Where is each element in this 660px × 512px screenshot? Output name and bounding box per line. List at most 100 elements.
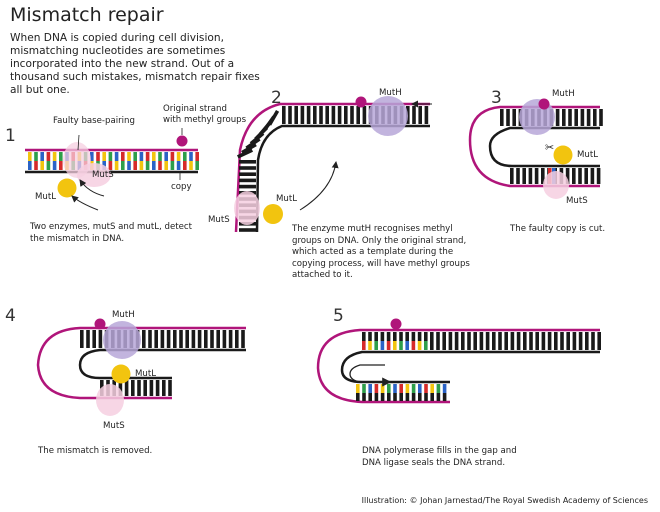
- base-pair: [239, 178, 256, 183]
- base-pair: [195, 152, 199, 161]
- base-pair: [380, 384, 385, 393]
- base-pair: [133, 152, 137, 161]
- step4-mutS: [96, 384, 124, 416]
- base-pair: [430, 393, 434, 401]
- base-pair: [442, 384, 447, 393]
- step4-mutH: [103, 321, 141, 359]
- base-pair: [380, 393, 385, 401]
- base-pair: [282, 106, 286, 124]
- base-pair: [516, 168, 520, 184]
- step2-mutL: [263, 204, 283, 224]
- base-pair: [148, 330, 152, 348]
- base-pair: [498, 332, 502, 350]
- base-pair: [158, 152, 162, 161]
- base-pair: [411, 393, 416, 401]
- step5-methyl-icon: [390, 318, 402, 330]
- base-pair: [179, 330, 183, 348]
- base-pair: [412, 106, 416, 124]
- base-pair: [534, 168, 539, 184]
- step4-mutS-label: MutS: [103, 421, 125, 431]
- step2-mutH-label: MutH: [379, 88, 402, 98]
- step1-dna: [25, 148, 199, 174]
- base-pair: [399, 332, 403, 341]
- base-pair: [40, 152, 44, 161]
- base-pair: [436, 332, 440, 350]
- base-pair: [411, 341, 416, 350]
- base-pair: [461, 332, 465, 350]
- base-pair: [467, 332, 471, 350]
- base-pair: [344, 106, 348, 124]
- base-pair: [405, 341, 409, 350]
- base-pair: [374, 393, 379, 401]
- base-pair: [506, 109, 510, 126]
- base-pair: [362, 384, 366, 393]
- step3-number: 3: [491, 88, 502, 108]
- base-pair: [362, 332, 366, 341]
- base-pair: [127, 152, 131, 161]
- base-pair: [114, 152, 119, 161]
- faulty-base-pairing-label: Faulty base-pairing: [53, 116, 135, 126]
- step1-mutL: [57, 178, 77, 198]
- base-pair: [405, 393, 410, 401]
- base-pair: [374, 341, 378, 350]
- step4-methyl-icon: [94, 318, 106, 330]
- step2-caption: The enzyme mutH recognises methyl groups…: [292, 224, 470, 280]
- base-pair: [164, 152, 168, 161]
- base-pair: [393, 393, 397, 401]
- base-pair: [555, 109, 560, 126]
- base-pair: [166, 330, 171, 348]
- base-pair: [139, 152, 144, 161]
- base-pair: [313, 106, 317, 124]
- base-pair: [143, 380, 147, 396]
- base-pair: [216, 330, 220, 348]
- base-pair: [523, 332, 527, 350]
- base-pair: [522, 168, 526, 184]
- base-pair: [578, 332, 583, 350]
- base-pair: [368, 332, 372, 341]
- step3-mutL: [553, 145, 573, 165]
- base-pair: [90, 152, 94, 161]
- base-pair: [380, 341, 385, 350]
- base-pair: [565, 168, 570, 184]
- base-pair: [473, 332, 477, 350]
- base-pair: [139, 161, 144, 170]
- base-pair: [160, 330, 165, 348]
- base-pair: [593, 109, 597, 126]
- base-pair: [306, 106, 311, 124]
- step1-caption: Two enzymes, mutS and mutL, detect the m…: [30, 222, 192, 244]
- base-pair: [485, 332, 490, 350]
- base-pair: [430, 332, 434, 350]
- base-pair: [350, 106, 354, 124]
- base-pair: [319, 106, 323, 124]
- base-pair: [399, 341, 403, 350]
- base-pair: [529, 332, 533, 350]
- base-pair: [362, 341, 366, 350]
- base-pair: [183, 152, 187, 161]
- base-pair: [510, 168, 514, 184]
- base-pair: [411, 384, 416, 393]
- step4-caption: The mismatch is removed.: [38, 446, 153, 456]
- scissors-icon: ✂: [545, 141, 554, 154]
- base-pair: [241, 330, 245, 348]
- base-pair: [547, 332, 552, 350]
- step3-mutS-label: MutS: [566, 196, 588, 206]
- step3-caption: The faulty copy is cut.: [510, 224, 606, 234]
- base-pair: [560, 332, 564, 350]
- base-pair: [393, 341, 397, 350]
- base-pair: [578, 168, 582, 184]
- base-pair: [574, 109, 578, 126]
- base-pair: [424, 384, 428, 393]
- base-pair: [362, 393, 366, 401]
- base-pair: [127, 161, 131, 170]
- base-pair: [590, 168, 595, 184]
- step2-mutS-label: MutS: [208, 215, 230, 225]
- step4-mutL: [111, 364, 131, 384]
- base-pair: [325, 106, 329, 124]
- base-pair: [40, 161, 44, 170]
- base-pair: [584, 168, 588, 184]
- base-pair: [504, 332, 508, 350]
- base-pair: [142, 330, 146, 348]
- base-pair: [405, 332, 409, 341]
- base-pair: [222, 330, 227, 348]
